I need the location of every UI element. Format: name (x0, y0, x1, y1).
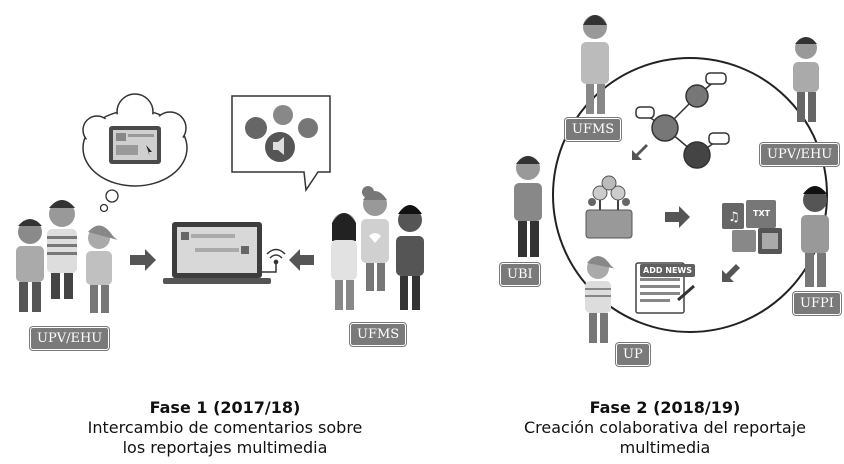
flower-box-icon (585, 175, 633, 239)
laptop-icon (163, 222, 271, 284)
people-group-upv (16, 200, 118, 313)
person-ubi (514, 156, 542, 257)
person-ufpi (801, 186, 829, 287)
arrow-icon (632, 144, 740, 282)
group-label-upv-ehu: UPV/EHU (30, 327, 110, 350)
phase2-subtitle-line1: Creación colaborativa del reportaje (523, 418, 807, 437)
phase1-subtitle-line1: Intercambio de comentarios sobre (87, 418, 363, 437)
phase2-subtitle-line2: multimedia (619, 438, 711, 457)
group-label-ufms: UFMS (350, 323, 407, 346)
phase2-label-ufpi: UFPI (793, 292, 841, 315)
person-upv (793, 37, 819, 122)
person-ufms (581, 15, 609, 114)
txt-chip: TXT (750, 207, 774, 220)
phase1-subtitle-line2: los reportajes multimedia (122, 438, 328, 457)
wifi-icon (262, 248, 286, 273)
person-up (585, 256, 617, 343)
phase2-label-upv-ehu: UPV/EHU (760, 143, 840, 166)
arrow-icon (130, 249, 314, 271)
phase2-label-ufms: UFMS (565, 118, 622, 141)
svg-text:♫: ♫ (728, 210, 740, 225)
collaboration-circle (552, 57, 828, 333)
add-news-chip: ADD NEWS (640, 264, 696, 277)
tablet-icon (109, 126, 161, 164)
speech-bubble-icon (231, 95, 331, 193)
phase2-caption: Fase 2 (2018/19) Creación colaborativa d… (490, 398, 840, 458)
phase2-title: Fase 2 (2018/19) (589, 398, 741, 417)
phase1-caption: Fase 1 (2017/18) Intercambio de comentar… (40, 398, 410, 458)
people-group-ufms (331, 186, 424, 310)
phase2-label-ubi: UBI (500, 263, 540, 286)
phase1-title: Fase 1 (2017/18) (149, 398, 301, 417)
phase2-label-up: UP (616, 343, 650, 366)
network-icon (635, 72, 730, 169)
